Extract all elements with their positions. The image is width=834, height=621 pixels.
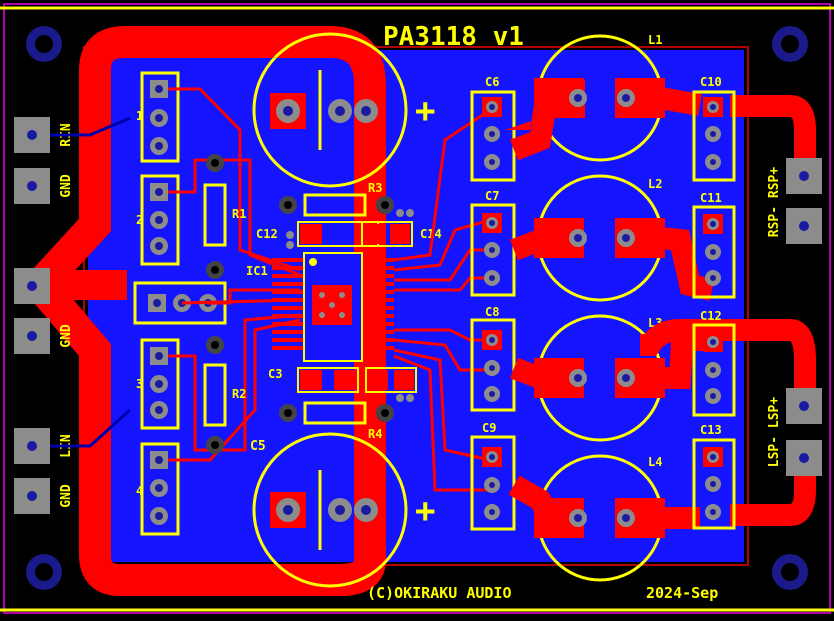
- ref-c6: C6: [485, 75, 499, 89]
- ref-c13: C13: [700, 423, 722, 437]
- label-gnd-p: GND: [59, 324, 74, 348]
- ref-r4: R4: [368, 427, 382, 441]
- ref-r3: R3: [368, 181, 382, 195]
- capacitor-top-electrolytic[interactable]: [252, 32, 408, 188]
- smd-cap-c3[interactable]: [297, 367, 359, 393]
- ref-j4: 4: [136, 484, 143, 498]
- resistor-r1[interactable]: [203, 154, 227, 279]
- ref-r2: R2: [232, 387, 246, 401]
- header-j4[interactable]: [140, 442, 180, 536]
- header-j2[interactable]: [140, 174, 180, 266]
- mount-hole-icon: [772, 554, 808, 590]
- ref-j2: 2: [136, 213, 143, 227]
- inductor-l2[interactable]: [534, 174, 665, 302]
- capacitor-c6[interactable]: [470, 90, 516, 182]
- ref-l4: L4: [648, 455, 662, 469]
- label-rsp: RSP- RSP+: [767, 167, 782, 238]
- ref-c12-smd: C12: [256, 227, 278, 241]
- ref-l1: L1: [648, 33, 662, 47]
- input-pad-lin[interactable]: [14, 428, 50, 464]
- mount-hole-icon: [26, 26, 62, 62]
- ref-ic1: IC1: [246, 264, 268, 278]
- board-copyright: (C)OKIRAKU AUDIO: [367, 584, 512, 602]
- bottom-copper-pour: [88, 50, 744, 562]
- ref-j1: 1: [136, 109, 143, 123]
- board-title: PA3118 v1: [383, 22, 524, 52]
- polarity-plus-top: +: [415, 91, 435, 131]
- ref-l2: L2: [648, 177, 662, 191]
- ref-c12: C12: [700, 309, 722, 323]
- input-pad-pwr[interactable]: [14, 268, 50, 304]
- header-j3[interactable]: [140, 338, 180, 430]
- keepout-outline: [83, 46, 749, 566]
- ref-c3: C3: [268, 367, 282, 381]
- mount-hole-icon: [26, 554, 62, 590]
- smd-cap-c14[interactable]: [361, 221, 413, 247]
- ref-c10: C10: [700, 75, 722, 89]
- ref-c7: C7: [485, 189, 499, 203]
- smd-cap-c9b[interactable]: [365, 367, 417, 393]
- header-j1[interactable]: [140, 71, 180, 163]
- polarity-plus-bottom: +: [415, 491, 435, 531]
- ref-c14: C14: [420, 227, 442, 241]
- ref-j3: 3: [136, 377, 143, 391]
- input-pad-gnd-l[interactable]: [14, 478, 50, 514]
- input-pad-gnd-r[interactable]: [14, 168, 50, 204]
- output-pad-lsp-minus[interactable]: [786, 440, 822, 476]
- resistor-r3[interactable]: [279, 193, 394, 217]
- output-pad-rsp-plus[interactable]: [786, 158, 822, 194]
- ref-c8: C8: [485, 305, 499, 319]
- ref-c11: C11: [700, 191, 722, 205]
- capacitor-bottom-electrolytic[interactable]: [252, 432, 408, 588]
- via-group: [286, 209, 414, 402]
- ic-pa3118[interactable]: [272, 252, 394, 362]
- ref-r1: R1: [232, 207, 246, 221]
- mount-hole-icon: [772, 26, 808, 62]
- capacitor-c7[interactable]: [470, 203, 516, 297]
- capacitor-c12[interactable]: [692, 323, 736, 417]
- output-pad-rsp-minus[interactable]: [786, 208, 822, 244]
- label-lsp: LSP- LSP+: [767, 397, 782, 468]
- capacitor-c9[interactable]: [470, 435, 516, 531]
- input-pad-gnd-p[interactable]: [14, 318, 50, 354]
- capacitor-c10[interactable]: [692, 90, 736, 182]
- label-gnd-l: GND: [59, 484, 74, 508]
- resistor-r4[interactable]: [279, 401, 394, 425]
- input-pad-rin[interactable]: [14, 117, 50, 153]
- board-date: 2024-Sep: [646, 584, 718, 602]
- ref-c5-bottom: C5: [250, 439, 266, 454]
- ref-c9: C9: [482, 421, 496, 435]
- label-gnd-r: GND: [59, 174, 74, 198]
- resistor-r2[interactable]: [203, 336, 227, 454]
- capacitor-c8[interactable]: [470, 318, 516, 412]
- capacitor-c11[interactable]: [692, 205, 736, 299]
- bottom-traces-left: [50, 116, 132, 448]
- capacitor-c13[interactable]: [692, 438, 736, 530]
- inductor-l3[interactable]: [534, 314, 665, 442]
- power-trace: [18, 25, 386, 596]
- output-pad-lsp-plus[interactable]: [786, 388, 822, 424]
